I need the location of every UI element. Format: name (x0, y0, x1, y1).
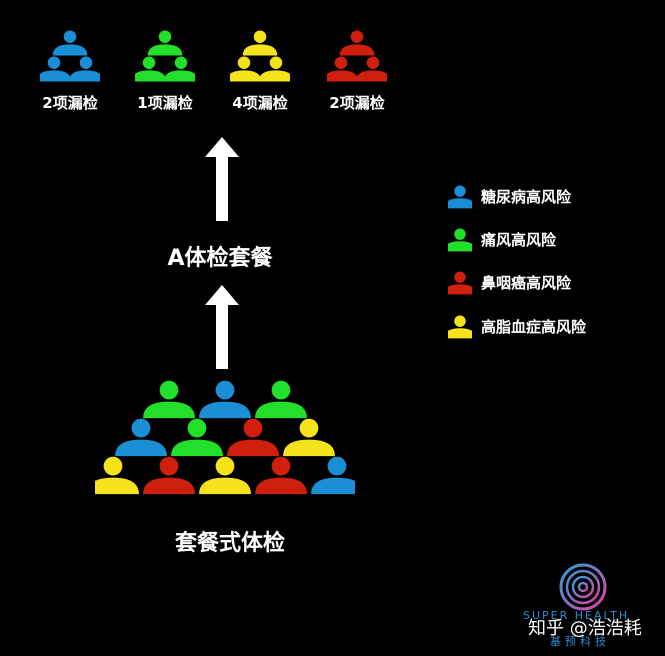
person-icon-green (171, 418, 223, 457)
person-icon-red (339, 30, 375, 56)
person-icon-yellow (448, 315, 472, 339)
group-3: 2项漏检 (317, 30, 397, 120)
group-2-label: 4项漏检 (232, 94, 288, 112)
person-icon-yellow (448, 315, 472, 339)
package-a-label: A体检套餐 (167, 246, 273, 271)
legend-label-nasopharyngeal: 鼻咽癌高风险 (481, 274, 572, 292)
person-icon-blue (68, 56, 100, 82)
person-icon-green (147, 30, 183, 56)
arrow-up-icon-lower (205, 285, 239, 369)
people-pyramid (95, 380, 355, 495)
group-1-person-icons (135, 30, 195, 82)
person-icon-red (327, 56, 359, 82)
legend-label-diabetes: 糖尿病高风险 (481, 188, 572, 206)
group-3-person-icons (327, 30, 387, 82)
legend-label-gout: 痛风高风险 (481, 231, 557, 249)
person-icon-red (227, 418, 279, 457)
person-icon-blue (311, 456, 355, 495)
group-0-label: 2项漏检 (42, 94, 98, 112)
group-1-label: 1项漏检 (137, 94, 193, 112)
person-icon-green (163, 56, 195, 82)
person-icon-yellow (199, 456, 251, 495)
person-icon-blue (52, 30, 88, 56)
group-2-person-icons (230, 30, 290, 82)
person-icon-blue (40, 56, 72, 82)
group-0-person-icons (40, 30, 100, 82)
person-icon-red (143, 456, 195, 495)
group-1: 1项漏检 (125, 30, 205, 120)
person-icon-red (448, 271, 472, 295)
person-icon-yellow (258, 56, 290, 82)
person-icon-yellow (230, 56, 262, 82)
person-icon-yellow (283, 418, 335, 457)
person-icon-green (135, 56, 167, 82)
legend-label-hyperlipidemia: 高脂血症高风险 (481, 318, 587, 336)
fingerprint-icon (559, 563, 607, 611)
person-icon-blue (448, 185, 472, 209)
person-icon-red (255, 456, 307, 495)
person-icon-green (255, 380, 307, 419)
person-icon-green (143, 380, 195, 419)
person-icon-blue (448, 185, 472, 209)
person-icon-yellow (242, 30, 278, 56)
person-icon-red (355, 56, 387, 82)
brand-name-cn: 基预科技 (550, 635, 610, 648)
person-icon-red (448, 271, 472, 295)
person-icon-green (448, 228, 472, 252)
package-exam-label: 套餐式体检 (174, 531, 285, 556)
person-icon-blue (199, 380, 251, 419)
person-icon-yellow (95, 456, 139, 495)
arrow-up-icon-upper (205, 137, 239, 221)
person-icon-blue (115, 418, 167, 457)
brand-name-en: SUPER HEALTH (523, 609, 630, 622)
group-3-label: 2项漏检 (329, 94, 385, 112)
group-2: 4项漏检 (220, 30, 300, 120)
group-0: 2项漏检 (30, 30, 110, 120)
watermark-text: 知乎 @浩浩耗 (528, 618, 642, 639)
person-icon-green (448, 228, 472, 252)
legend: 糖尿病高风险 痛风高风险 鼻咽癌高风险 高脂血症高风险 (445, 180, 655, 350)
